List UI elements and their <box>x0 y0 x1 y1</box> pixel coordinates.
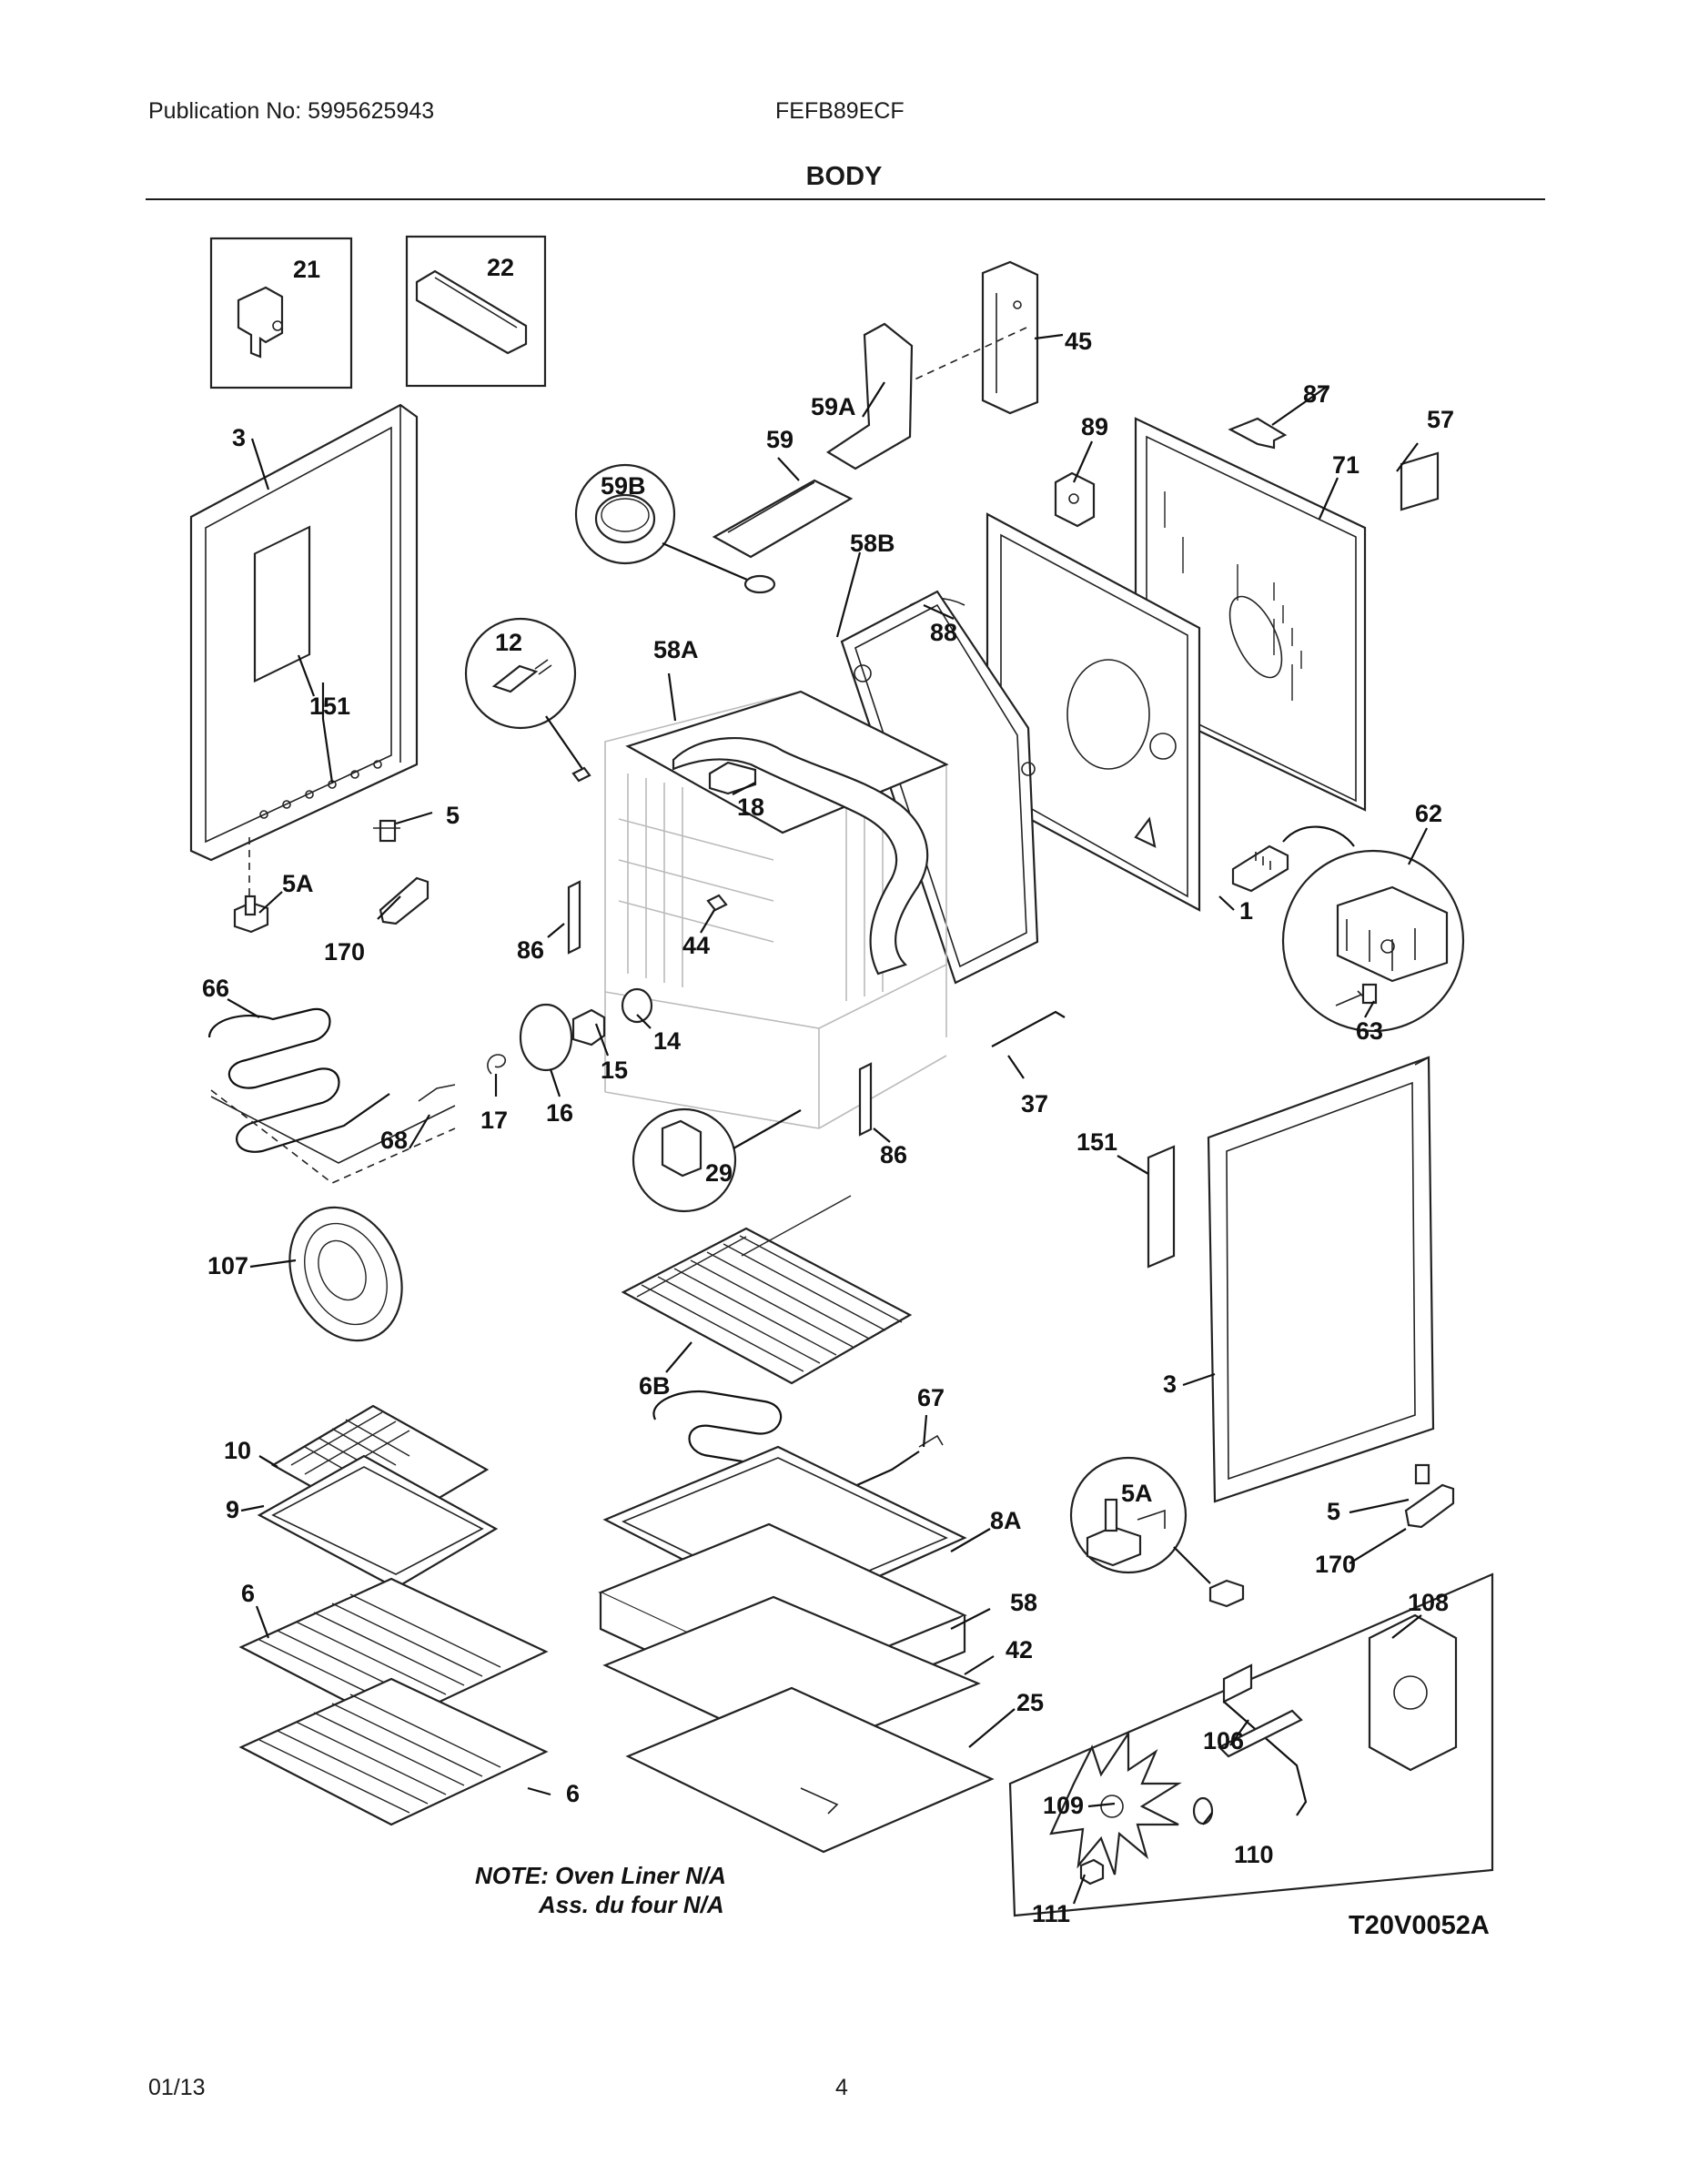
label-89: 89 <box>1081 413 1108 440</box>
label-109: 109 <box>1043 1792 1084 1819</box>
label-22: 22 <box>487 254 514 281</box>
label-108: 108 <box>1408 1589 1449 1616</box>
label-16: 16 <box>546 1099 573 1127</box>
label-1: 1 <box>1239 897 1253 925</box>
oven-cavity <box>604 690 949 1129</box>
inset-box-21 <box>209 237 353 389</box>
inset-circle-12 <box>464 617 591 783</box>
inset-box-22 <box>405 235 547 388</box>
latch-bracket-18 <box>708 761 757 795</box>
footer-page-number: 4 <box>835 2075 848 2100</box>
label-8a: 8A <box>990 1507 1022 1534</box>
leader-lines <box>227 327 1428 1905</box>
label-170-left: 170 <box>324 938 365 966</box>
label-10: 10 <box>224 1437 251 1464</box>
label-21: 21 <box>293 256 320 283</box>
door-gasket-area <box>840 590 1039 985</box>
footer-date: 01/13 <box>148 2075 206 2100</box>
left-side-panel <box>189 403 419 862</box>
label-57: 57 <box>1427 406 1454 433</box>
label-17: 17 <box>480 1107 508 1134</box>
inset-circle-5a-right <box>1069 1456 1455 1608</box>
inset-circle-62 <box>1231 825 1465 1033</box>
inset-circle-29 <box>632 1107 802 1213</box>
label-5-left: 5 <box>446 802 460 829</box>
label-62: 62 <box>1415 800 1442 827</box>
label-86-lower: 86 <box>880 1141 907 1168</box>
label-59: 59 <box>766 426 793 453</box>
leveler-parts-left <box>233 819 430 934</box>
rear-panels <box>986 417 1440 912</box>
right-side-panel <box>1147 1056 1435 1503</box>
label-66: 66 <box>202 975 229 1002</box>
diagram-code: T20V0052A <box>1349 1911 1490 1940</box>
label-170-right: 170 <box>1315 1551 1356 1578</box>
inset-circle-59b <box>574 463 776 594</box>
vent-ducts <box>712 260 1039 559</box>
label-3-left: 3 <box>232 424 246 451</box>
publication-number: Publication No: 5995625943 <box>148 98 435 124</box>
probe-wire-37 <box>991 1010 1066 1047</box>
label-67: 67 <box>917 1384 945 1411</box>
label-29: 29 <box>705 1159 733 1187</box>
label-58a: 58A <box>653 636 699 663</box>
label-71: 71 <box>1332 451 1359 479</box>
rack-6-upper <box>238 1577 549 1726</box>
part-labels: 21 22 45 59A 87 57 3 59 89 71 59B 58B 88… <box>202 254 1490 1940</box>
label-88: 88 <box>930 619 957 646</box>
label-9: 9 <box>226 1496 239 1523</box>
rack-6b <box>621 1195 913 1385</box>
label-5-right: 5 <box>1327 1498 1340 1525</box>
label-5a-right: 5A <box>1121 1480 1153 1507</box>
label-18: 18 <box>737 794 764 821</box>
label-25: 25 <box>1016 1689 1044 1716</box>
title-rule <box>146 198 1545 200</box>
rack-6-lower <box>238 1677 549 1826</box>
label-111: 111 <box>1032 1900 1070 1927</box>
label-58b: 58B <box>850 530 895 557</box>
label-6-lower: 6 <box>566 1780 580 1807</box>
hinge-receivers <box>567 880 873 1137</box>
label-3-right: 3 <box>1163 1370 1177 1398</box>
model-number: FEFB89ECF <box>775 98 905 124</box>
label-87: 87 <box>1303 380 1330 408</box>
label-107: 107 <box>207 1252 248 1279</box>
note-line-2: Ass. du four N/A <box>538 1891 724 1918</box>
label-42: 42 <box>1006 1636 1033 1663</box>
label-6-upper: 6 <box>241 1580 255 1607</box>
label-15: 15 <box>601 1057 628 1084</box>
label-151-left: 151 <box>309 693 350 720</box>
label-151-right: 151 <box>1076 1128 1117 1156</box>
label-5a-left: 5A <box>282 870 314 897</box>
broil-element-66 <box>207 1007 456 1184</box>
label-86-upper: 86 <box>517 936 544 964</box>
label-6b: 6B <box>639 1372 671 1400</box>
label-63: 63 <box>1356 1017 1383 1045</box>
section-title: BODY <box>805 162 883 191</box>
oven-light <box>487 987 653 1075</box>
label-45: 45 <box>1065 328 1092 355</box>
label-44: 44 <box>682 932 710 959</box>
note-line-1: NOTE: Oven Liner N/A <box>475 1862 726 1889</box>
label-58: 58 <box>1010 1589 1037 1616</box>
convection-motor-box <box>1008 1572 1494 1917</box>
label-37: 37 <box>1021 1090 1048 1117</box>
convection-cover-107 <box>288 1206 403 1342</box>
label-110: 110 <box>1234 1841 1274 1868</box>
label-14: 14 <box>653 1027 681 1055</box>
label-12: 12 <box>495 629 522 656</box>
label-59b: 59B <box>601 472 646 500</box>
label-68: 68 <box>380 1127 408 1154</box>
label-106: 106 <box>1203 1727 1244 1754</box>
bottom-plates-42-25 <box>602 1595 995 1854</box>
label-59a: 59A <box>811 393 856 420</box>
broil-pan-10-9 <box>257 1404 499 1590</box>
